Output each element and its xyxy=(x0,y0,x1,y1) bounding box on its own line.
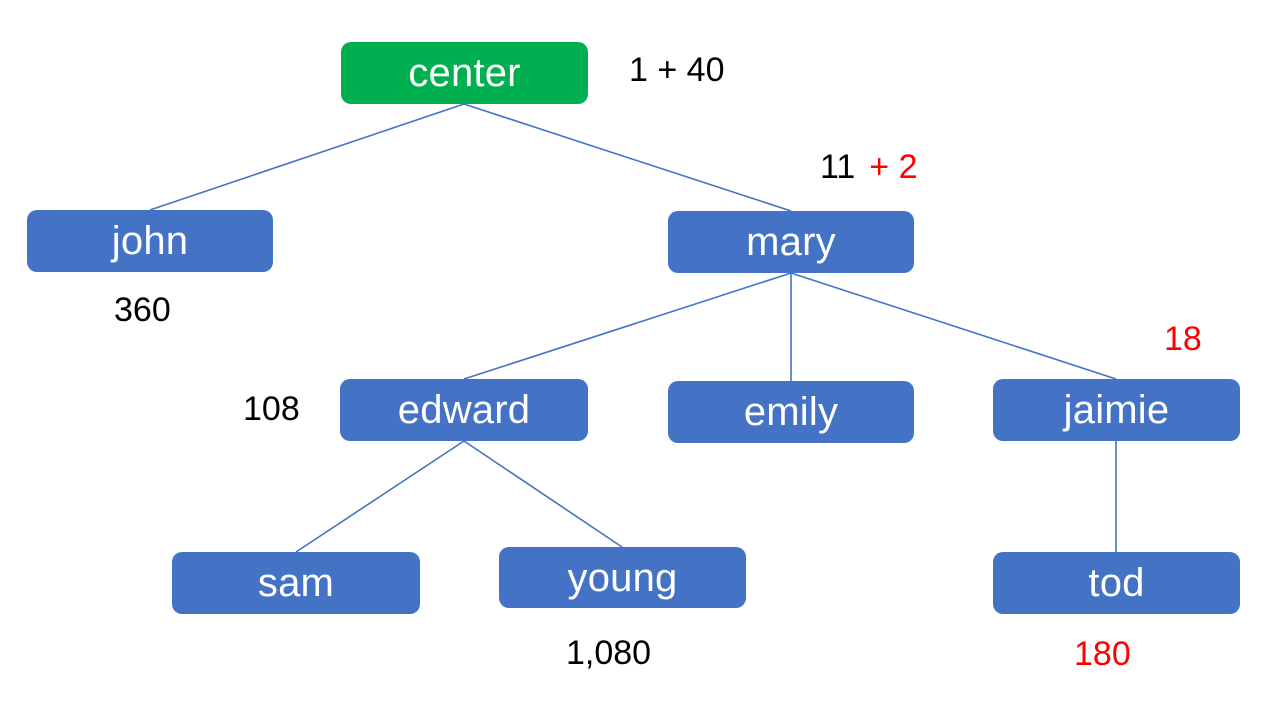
node-jaimie[interactable]: jaimie xyxy=(993,379,1240,441)
edge-edward-to-sam xyxy=(295,440,465,553)
node-label-tod: tod xyxy=(1088,561,1145,605)
mary-annotation-part-1: + 2 xyxy=(869,148,918,186)
node-sam[interactable]: sam xyxy=(172,552,420,614)
node-edward[interactable]: edward xyxy=(340,379,588,441)
john-annotation: 360 xyxy=(114,293,171,327)
node-label-sam: sam xyxy=(257,561,335,605)
node-label-emily: emily xyxy=(743,390,839,434)
node-label-jaimie: jaimie xyxy=(1063,388,1170,432)
node-label-center: center xyxy=(408,51,521,95)
young-annotation: 1,080 xyxy=(566,636,651,670)
edge-edward-to-young xyxy=(463,440,623,548)
edge-center-to-john xyxy=(149,103,465,211)
edge-mary-to-edward xyxy=(463,272,792,380)
edward-annotation-part-0: 108 xyxy=(243,390,300,428)
edge-center-to-mary xyxy=(463,103,792,212)
tod-annotation: 180 xyxy=(1074,637,1131,671)
center-annotation-part-0: 1 + 40 xyxy=(629,51,725,89)
node-emily[interactable]: emily xyxy=(668,381,914,443)
node-label-edward: edward xyxy=(397,388,531,432)
node-label-mary: mary xyxy=(746,220,836,264)
node-john[interactable]: john xyxy=(27,210,273,272)
john-annotation-part-0: 360 xyxy=(114,291,171,329)
mary-annotation: 11 + 2 xyxy=(820,150,918,184)
node-young[interactable]: young xyxy=(499,547,746,608)
node-center[interactable]: center xyxy=(341,42,588,104)
jaimie-annotation-part-0: 18 xyxy=(1164,320,1202,358)
tod-annotation-part-0: 180 xyxy=(1074,635,1131,673)
center-annotation: 1 + 40 xyxy=(629,53,724,87)
node-mary[interactable]: mary xyxy=(668,211,914,273)
node-tod[interactable]: tod xyxy=(993,552,1240,614)
edge-mary-to-jaimie xyxy=(790,272,1117,380)
young-annotation-part-0: 1,080 xyxy=(566,634,652,672)
mary-annotation-part-0: 11 xyxy=(820,148,856,186)
node-label-john: john xyxy=(111,219,189,263)
edward-annotation: 108 xyxy=(243,392,300,426)
jaimie-annotation: 18 xyxy=(1164,322,1202,356)
node-label-young: young xyxy=(567,555,678,600)
